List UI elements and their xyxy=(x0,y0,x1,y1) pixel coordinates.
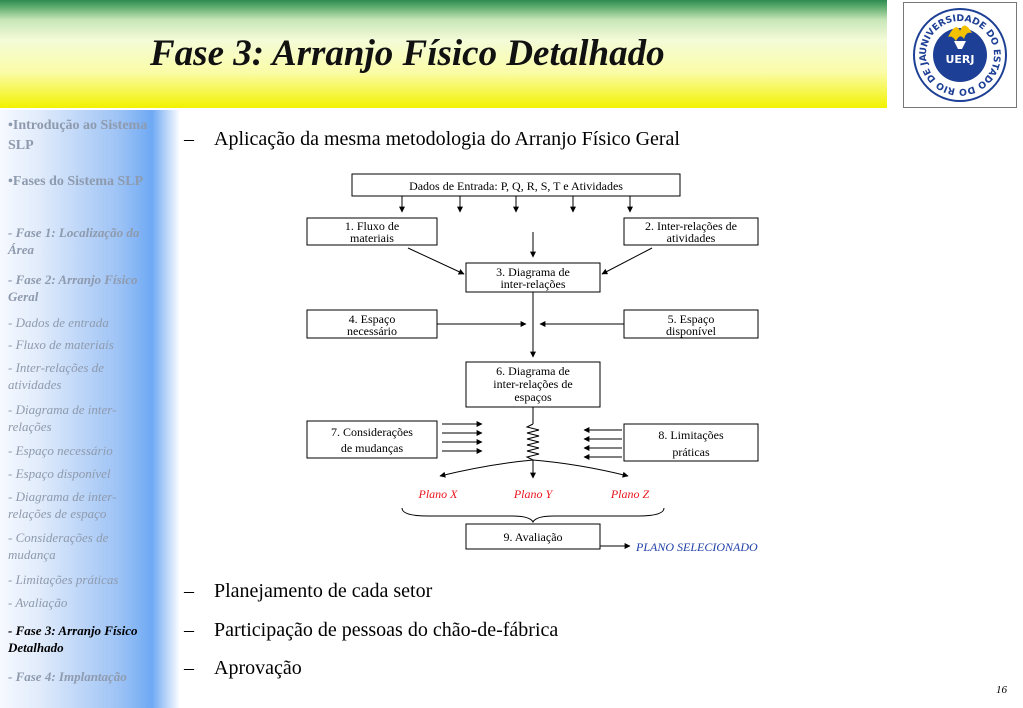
bullet-floor-participation: –Participação de pessoas do chão-de-fábr… xyxy=(184,619,559,641)
plans-brace xyxy=(401,507,665,524)
header-band xyxy=(0,0,887,108)
intro-bullet-text: Aplicação da mesma metodologia do Arranj… xyxy=(214,128,680,150)
box-limits-line2: práticas xyxy=(672,445,710,459)
box-evaluation-label: 9. Avaliação xyxy=(503,530,562,544)
box-activity-relations xyxy=(623,217,759,246)
page-number: 16 xyxy=(996,684,1007,696)
bullet-approval-text: Aprovação xyxy=(214,657,302,679)
bullet-floor-participation-text: Participação de pessoas do chão-de-fábri… xyxy=(214,619,559,641)
sidebar-item-intro[interactable]: •Introdução ao Sistema SLP xyxy=(8,118,148,153)
box-space-available-line1: 5. Espaço xyxy=(668,312,715,326)
box-limits xyxy=(623,423,759,462)
sidebar-item-evaluation[interactable]: - Avaliação xyxy=(8,595,68,610)
bullet-sector-planning: –Planejamento de cada setor xyxy=(184,580,433,602)
box-activity-relations-line1: 2. Inter-relações de xyxy=(645,219,737,233)
box-activity-relations-line2: atividades xyxy=(667,231,716,245)
sidebar-item-activity-relations[interactable]: - Inter-relações de atividades xyxy=(8,360,104,392)
uerj-logo: UNIVERSIDADE DO ESTADO DO RIO DE JANEIRO… xyxy=(900,0,1017,108)
box-space-required-line1: 4. Espaço xyxy=(349,312,396,326)
sidebar-item-phase2[interactable]: - Fase 2: Arranjo Físico Geral xyxy=(8,272,138,304)
sidebar-item-limits[interactable]: - Limitações práticas xyxy=(8,572,119,587)
box-space-required-line2: necessário xyxy=(347,324,397,338)
box-relation-diagram-line2: inter-relações xyxy=(500,277,565,291)
box-relation-diagram-line1: 3. Diagrama de xyxy=(496,265,570,279)
plan-z-label: Plano Z xyxy=(610,487,650,501)
box-relation-diagram xyxy=(465,262,601,293)
box-input-data-label: Dados de Entrada: P, Q, R, S, T e Ativid… xyxy=(409,179,623,193)
box-space-diagram-line1: 6. Diagrama de xyxy=(496,364,570,378)
sidebar-item-space-available[interactable]: - Espaço disponível xyxy=(8,466,111,481)
logo-text: UERJ xyxy=(945,53,974,66)
box-space-available-line2: disponível xyxy=(666,324,717,338)
sidebar-nav: •Introdução ao Sistema SLP •Fases do Sis… xyxy=(0,110,180,708)
box-space-diagram-line3: espaços xyxy=(514,390,552,404)
slp-flow-diagram: Dados de Entrada: P, Q, R, S, T e Ativid… xyxy=(306,173,759,554)
box-limits-line1: 8. Limitações xyxy=(658,428,724,442)
bullet-approval: –Aprovação xyxy=(184,657,302,679)
box-space-diagram-line2: inter-relações de xyxy=(493,377,572,391)
box-evaluation xyxy=(465,523,601,550)
intro-bullet: –Aplicação da mesma metodologia do Arran… xyxy=(184,128,680,150)
box-space-required xyxy=(306,309,438,339)
box-changes-line1: 7. Considerações xyxy=(331,425,413,439)
arrow-to-plan-z xyxy=(532,459,629,478)
arrow-to-plan-x xyxy=(439,459,534,478)
box-material-flow xyxy=(306,217,438,246)
arrow-flow-to-diagram xyxy=(407,247,465,275)
arrow-inter-to-diagram xyxy=(601,247,653,275)
selected-plan-label: PLANO SELECIONADO xyxy=(635,540,758,554)
sidebar-item-material-flow[interactable]: - Fluxo de materiais xyxy=(8,337,114,352)
box-changes xyxy=(306,420,438,459)
box-changes-line2: de mudanças xyxy=(341,441,404,455)
sidebar-item-phase4[interactable]: - Fase 4: Implantação xyxy=(8,669,127,684)
box-space-diagram xyxy=(465,361,601,408)
box-material-flow-line1: 1. Fluxo de xyxy=(345,219,399,233)
plan-x-label: Plano X xyxy=(418,487,459,501)
bullet-sector-planning-text: Planejamento de cada setor xyxy=(214,580,433,602)
slide-title: Fase 3: Arranjo Físico Detalhado xyxy=(150,33,665,74)
sidebar-item-relation-diagram[interactable]: - Diagrama de inter-relações xyxy=(8,402,117,434)
sidebar-item-phases[interactable]: •Fases do Sistema SLP xyxy=(8,174,144,189)
sidebar-item-space-required[interactable]: - Espaço necessário xyxy=(8,443,113,458)
sidebar-item-input-data[interactable]: - Dados de entrada xyxy=(8,315,109,330)
box-material-flow-line2: materiais xyxy=(350,231,394,245)
sidebar-item-phase1[interactable]: - Fase 1: Localização da Área xyxy=(8,225,140,257)
plan-y-label: Plano Y xyxy=(513,487,554,501)
sidebar-item-phase3[interactable]: - Fase 3: Arranjo Físico Detalhado xyxy=(8,623,138,655)
sidebar-item-changes[interactable]: - Considerações de mudança xyxy=(8,530,109,562)
sidebar-item-space-diagram[interactable]: - Diagrama de inter-relações de espaço xyxy=(8,489,117,521)
spring-symbol xyxy=(525,423,540,461)
